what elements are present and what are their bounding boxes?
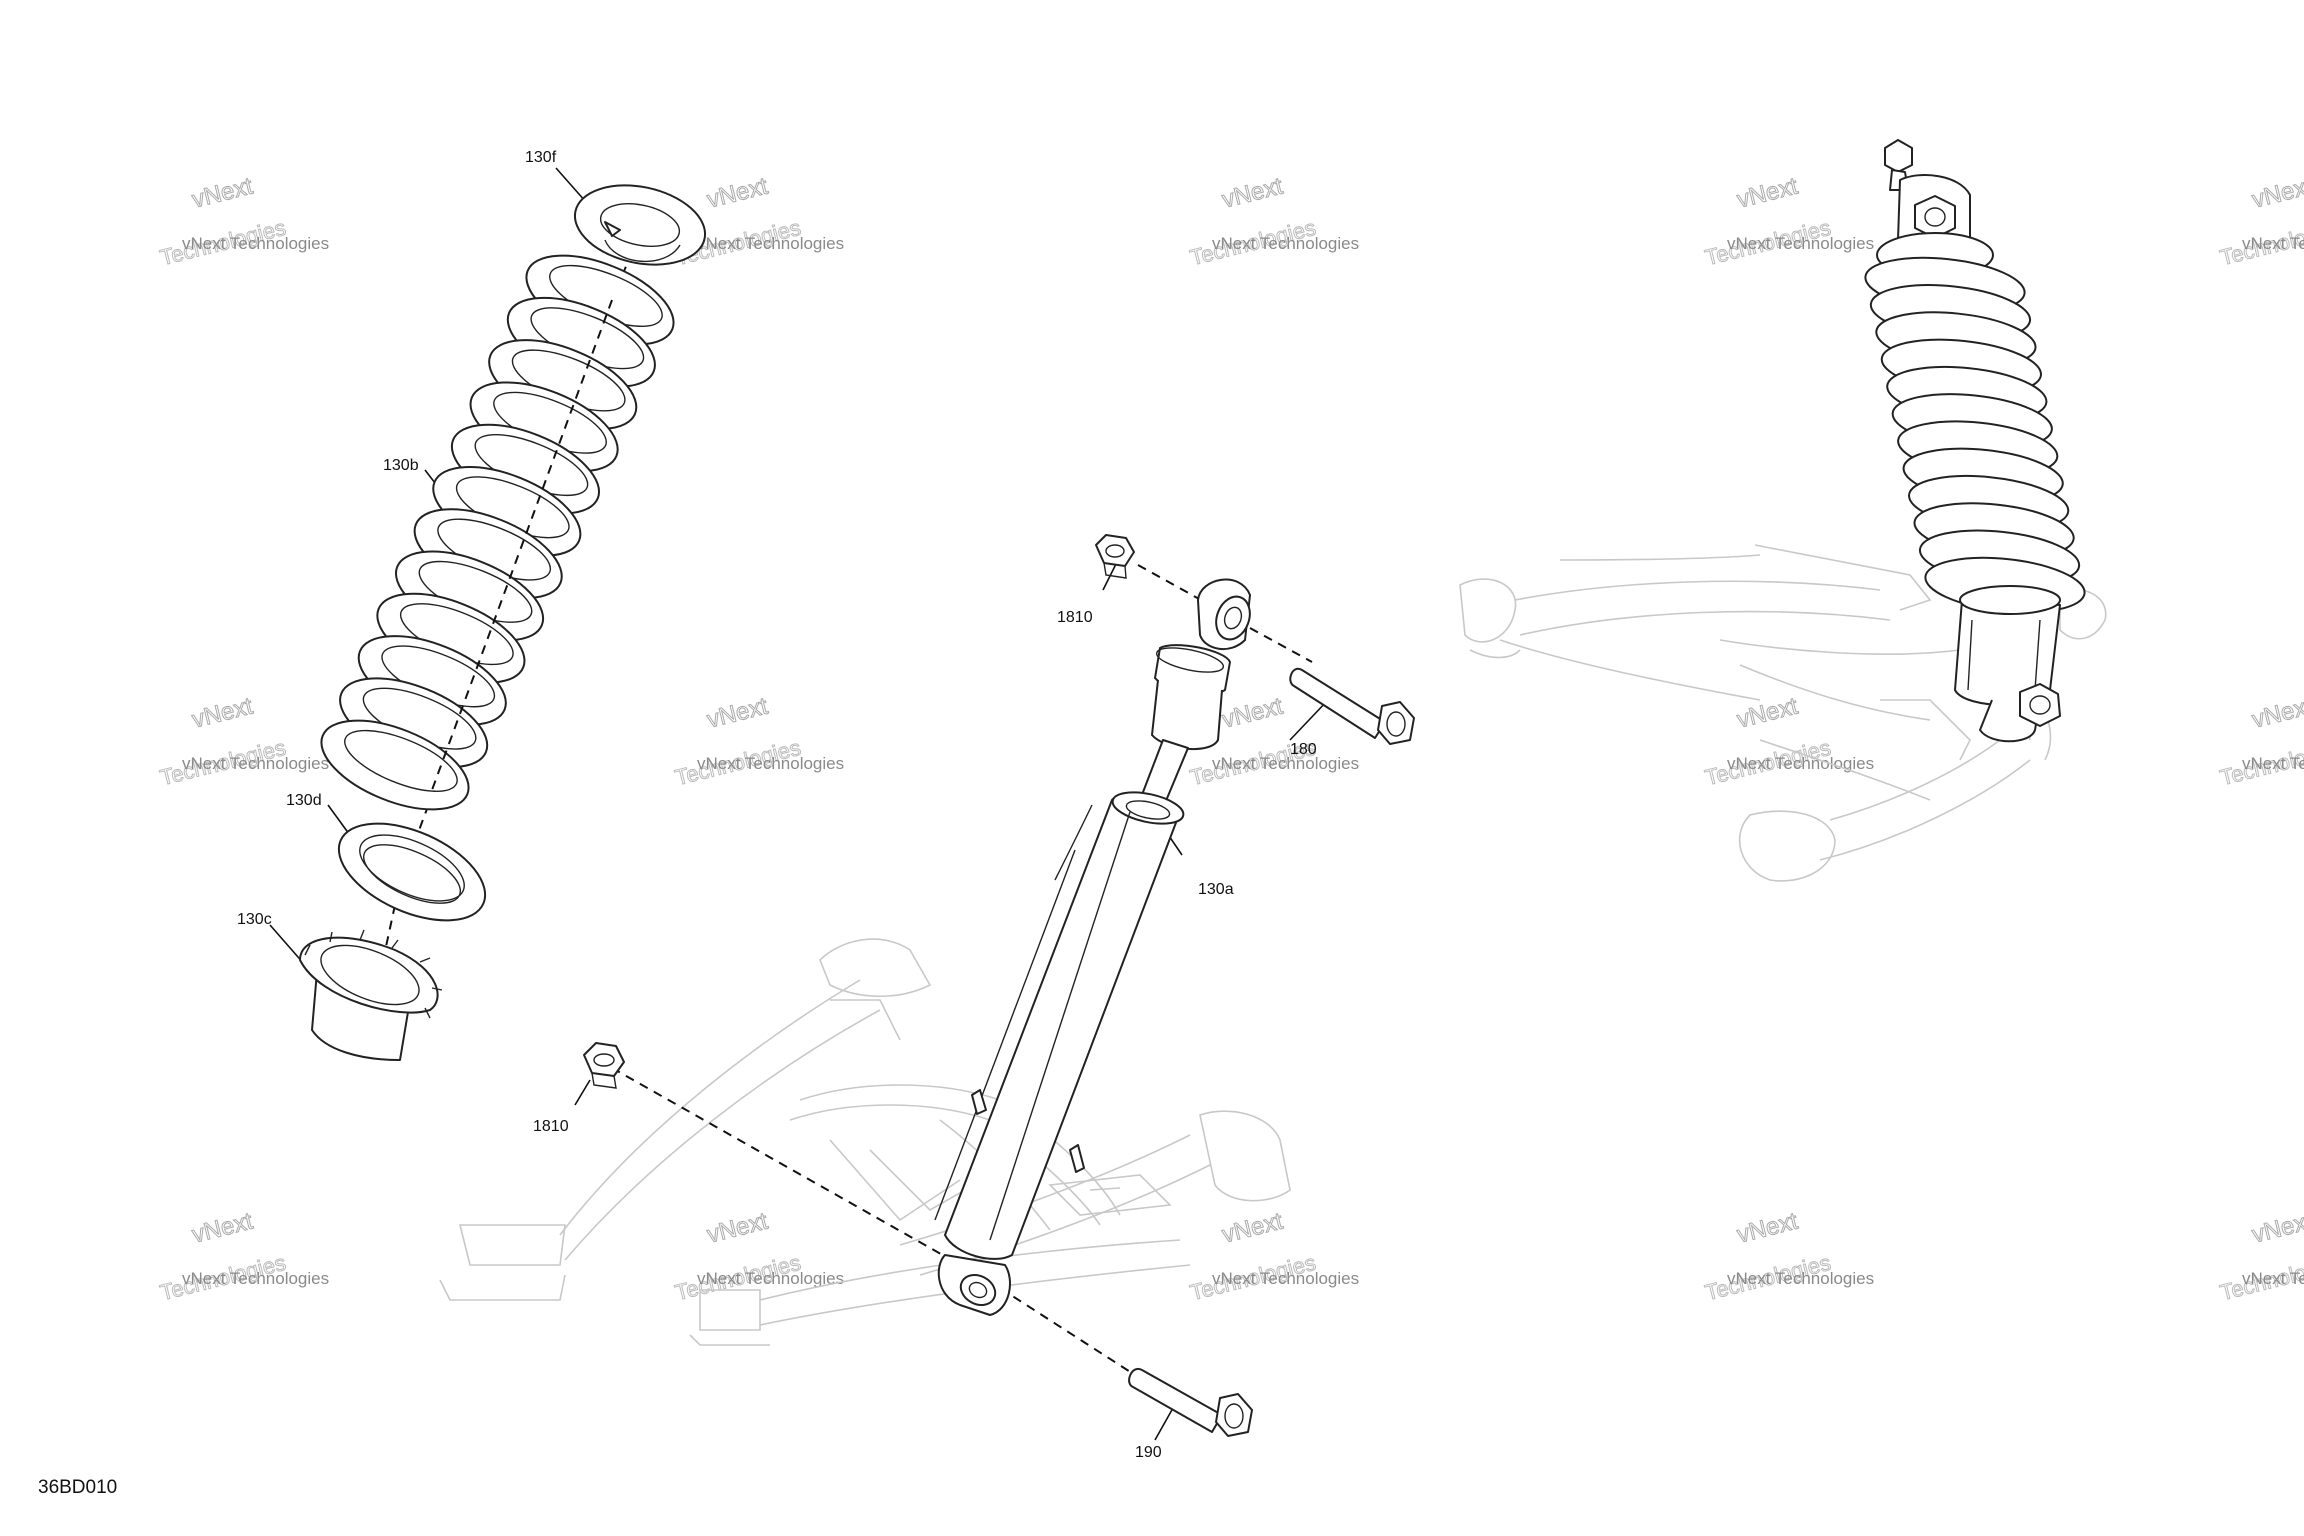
bolt-180 (1289, 667, 1415, 745)
watermark-company: vNext Technologies (1212, 754, 1359, 773)
spring-coil (320, 719, 470, 811)
callout-1810-bottom: 1810 (533, 1118, 569, 1135)
watermark-company: vNext Technologies (182, 754, 329, 773)
shock-absorber-130a (934, 578, 1251, 1316)
spring-seat-ring-130d (337, 822, 487, 922)
watermark-line-a: vNext (1219, 1208, 1285, 1249)
watermark-line-a: vNext (704, 173, 770, 214)
watermark-company: vNext Technologies (1727, 234, 1874, 253)
watermark-line-a: vNext (2249, 693, 2304, 734)
watermark-line-a: vNext (189, 1208, 255, 1249)
watermark-company: vNext Technologies (697, 1269, 844, 1288)
callout-130d: 130d (286, 792, 322, 809)
watermark-company: vNext Technologies (182, 234, 329, 253)
watermark-company: vNext Technologies (2242, 1269, 2304, 1288)
watermark-company: vNext Technologies (1727, 1269, 1874, 1288)
callout-180: 180 (1290, 741, 1317, 758)
watermark-company: vNext Technologies (697, 234, 844, 253)
watermark-line-a: vNext (1219, 173, 1285, 214)
watermark-line-a: vNext (189, 693, 255, 734)
flange-nut-1810-bottom (583, 1042, 625, 1089)
assembled-coil-spring (1864, 256, 2086, 614)
callout-1810-top: 1810 (1057, 609, 1093, 626)
watermark-company: vNext Technologies (1212, 234, 1359, 253)
watermark-line-a: vNext (1734, 1208, 1800, 1249)
watermark-line-a: vNext (2249, 1208, 2304, 1249)
watermark-company: vNext Technologies (182, 1269, 329, 1288)
watermark-line-a: vNext (704, 1208, 770, 1249)
callout-130c: 130c (237, 911, 272, 928)
spring-adjuster-130c (299, 929, 443, 1061)
callout-130a: 130a (1198, 881, 1234, 898)
watermark-line-a: vNext (189, 173, 255, 214)
assembled-shock-right (1864, 139, 2086, 743)
drawing-code: 36BD010 (38, 1477, 118, 1498)
watermark-line-a: vNext (2249, 173, 2304, 214)
callout-190: 190 (1135, 1444, 1162, 1461)
watermark-company: vNext Technologies (697, 754, 844, 773)
callout-130b: 130b (383, 457, 419, 474)
watermark-company: vNext Technologies (2242, 754, 2304, 773)
flange-nut-1810-top (1095, 534, 1135, 579)
watermark-line-a: vNext (704, 693, 770, 734)
watermark-company: vNext Technologies (1727, 754, 1874, 773)
watermark-line-a: vNext (1219, 693, 1285, 734)
callout-labels: 130f 130b 130d 130c 1810 180 130a 1810 1… (237, 149, 1317, 1461)
watermark-line-a: vNext (1734, 173, 1800, 214)
bolt-190 (1128, 1367, 1253, 1437)
watermark-line-a: vNext (1734, 693, 1800, 734)
callout-130f: 130f (525, 149, 557, 166)
spring-axis (431, 299, 613, 791)
spring-retainer-130f (573, 184, 707, 266)
spring-coil-inner (344, 729, 458, 792)
watermark-company: vNext Technologies (2242, 234, 2304, 253)
ghost-a-arm-center (439, 938, 1291, 1346)
coil-spring-130b (320, 254, 675, 811)
watermark-company: vNext Technologies (1212, 1269, 1359, 1288)
